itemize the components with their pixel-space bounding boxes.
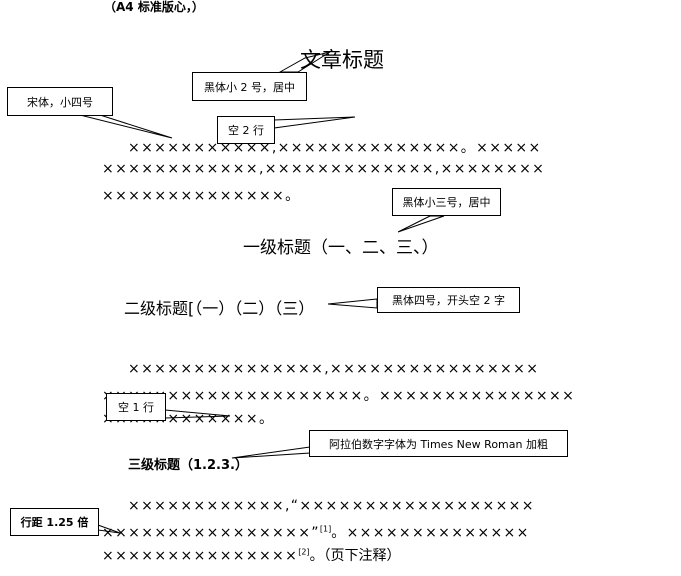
- para1-line3: ××××××××××××××。: [102, 188, 301, 204]
- para3-line3-rest: 。（页下注释）: [309, 548, 401, 564]
- para3-line2-text: ××××××××××××××××”: [102, 525, 320, 541]
- blank1-callout: 空 1 行: [106, 393, 166, 421]
- h1-callout-pointer: [397, 215, 445, 233]
- heading-level3: 三级标题（1.2.3.）: [128, 458, 248, 473]
- footnote-ref-2: [2]: [298, 547, 310, 557]
- title-font-callout: 黑体小 2 号，居中: [192, 72, 307, 101]
- para3-line1: ××××××××××××,“××××××××××××××××××: [128, 498, 535, 514]
- heading-level1: 一级标题（一、二、三、）: [243, 238, 439, 258]
- article-title: 文章标题: [300, 48, 384, 72]
- para3-line3: ×××××××××××××××[2]。（页下注释）: [102, 545, 401, 565]
- numeral-font-callout: 阿拉伯数字字体为 Times New Roman 加粗: [309, 430, 568, 457]
- para1-line2: ××××××××××××,×××××××××××××,××××××××: [102, 161, 546, 177]
- h2-callout-pointer: [327, 298, 378, 309]
- line-spacing-callout: 行距 1.25 倍: [10, 508, 99, 536]
- para2-line1: ×××××××××××××××,××××××××××××××××: [128, 361, 540, 377]
- h1-font-callout: 黑体小三号，居中: [392, 188, 501, 216]
- h2-font-callout: 黑体四号，开头空 2 字: [377, 287, 520, 313]
- para2-line2: ××××××××××××××××××××。×××××××××××××××: [102, 388, 576, 404]
- para1-line1: ×××××××××××,××××××××××××××。×××××: [128, 140, 542, 156]
- blank2-callout-pointer: [273, 116, 356, 129]
- para3-line2: ××××××××××××××××”[1]。××××××××××××××: [102, 522, 530, 542]
- para3-line2-rest: 。××××××××××××××: [331, 525, 530, 541]
- blank2-callout: 空 2 行: [217, 116, 275, 144]
- header-note: （A4 标准版心，）: [104, 0, 204, 14]
- heading-level2: 二级标题[（一）（二）（三）: [124, 299, 315, 318]
- body-font-callout-pointer: [79, 114, 173, 139]
- para3-line3-text: ×××××××××××××××: [102, 548, 299, 564]
- footnote-ref-1: [1]: [319, 524, 332, 534]
- body-font-callout: 宋体，小四号: [7, 87, 113, 116]
